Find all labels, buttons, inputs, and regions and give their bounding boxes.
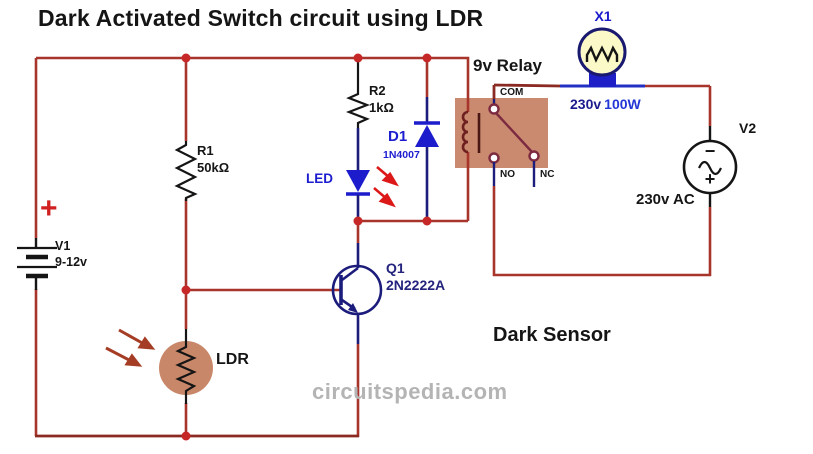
diode-d1-label: D1 <box>388 128 408 145</box>
wiring-dark-red <box>35 83 561 438</box>
led-label: LED <box>306 171 333 186</box>
led-symbol <box>346 128 370 222</box>
resistor-r2 <box>345 59 371 128</box>
transistor-q1-label: Q1 <box>386 260 405 276</box>
relay-switch <box>488 99 540 187</box>
battery-plus-sign: + <box>40 192 58 225</box>
relay-coil <box>461 110 481 154</box>
dark-sensor-caption: Dark Sensor <box>493 324 611 346</box>
ldr-symbol <box>159 329 213 404</box>
ac-source-symbol <box>682 126 738 207</box>
ac-source-value: 230v AC <box>636 191 695 208</box>
diode-d1-symbol <box>414 97 440 222</box>
diode-d1-part: 1N4007 <box>383 149 420 161</box>
lamp-voltage: 230v <box>570 96 602 112</box>
battery-symbol <box>17 238 57 290</box>
resistor-r2-value: 1kΩ <box>369 100 394 115</box>
ac-source-label: V2 <box>739 120 757 136</box>
relay-terminal-com: COM <box>500 87 524 98</box>
ac-minus-sign: − <box>704 141 716 161</box>
lamp-power: 100W <box>604 96 641 112</box>
relay-terminal-nc: NC <box>540 169 555 180</box>
watermark: circuitspedia.com <box>312 379 508 404</box>
junction-dots <box>181 53 432 441</box>
battery-value: 9-12v <box>55 255 87 269</box>
relay-label: 9v Relay <box>473 56 542 75</box>
resistor-r1-value: 50kΩ <box>197 160 230 175</box>
led-light-arrows <box>373 166 399 208</box>
lamp-symbol <box>577 27 627 87</box>
resistor-r1-label: R1 <box>197 143 214 158</box>
ldr-label: LDR <box>216 351 249 368</box>
ldr-light-arrows <box>105 328 156 367</box>
resistor-r1 <box>174 141 198 201</box>
relay-terminal-no: NO <box>500 169 515 180</box>
battery-label: V1 <box>55 239 71 253</box>
transistor-q1-symbol <box>331 243 383 344</box>
lamp-label: X1 <box>594 8 612 24</box>
resistor-r2-label: R2 <box>369 83 386 98</box>
transistor-q1-part: 2N2222A <box>386 277 446 293</box>
ac-plus-sign: + <box>704 169 716 189</box>
wiring-red <box>34 56 712 437</box>
page-title: Dark Activated Switch circuit using LDR <box>38 5 484 31</box>
